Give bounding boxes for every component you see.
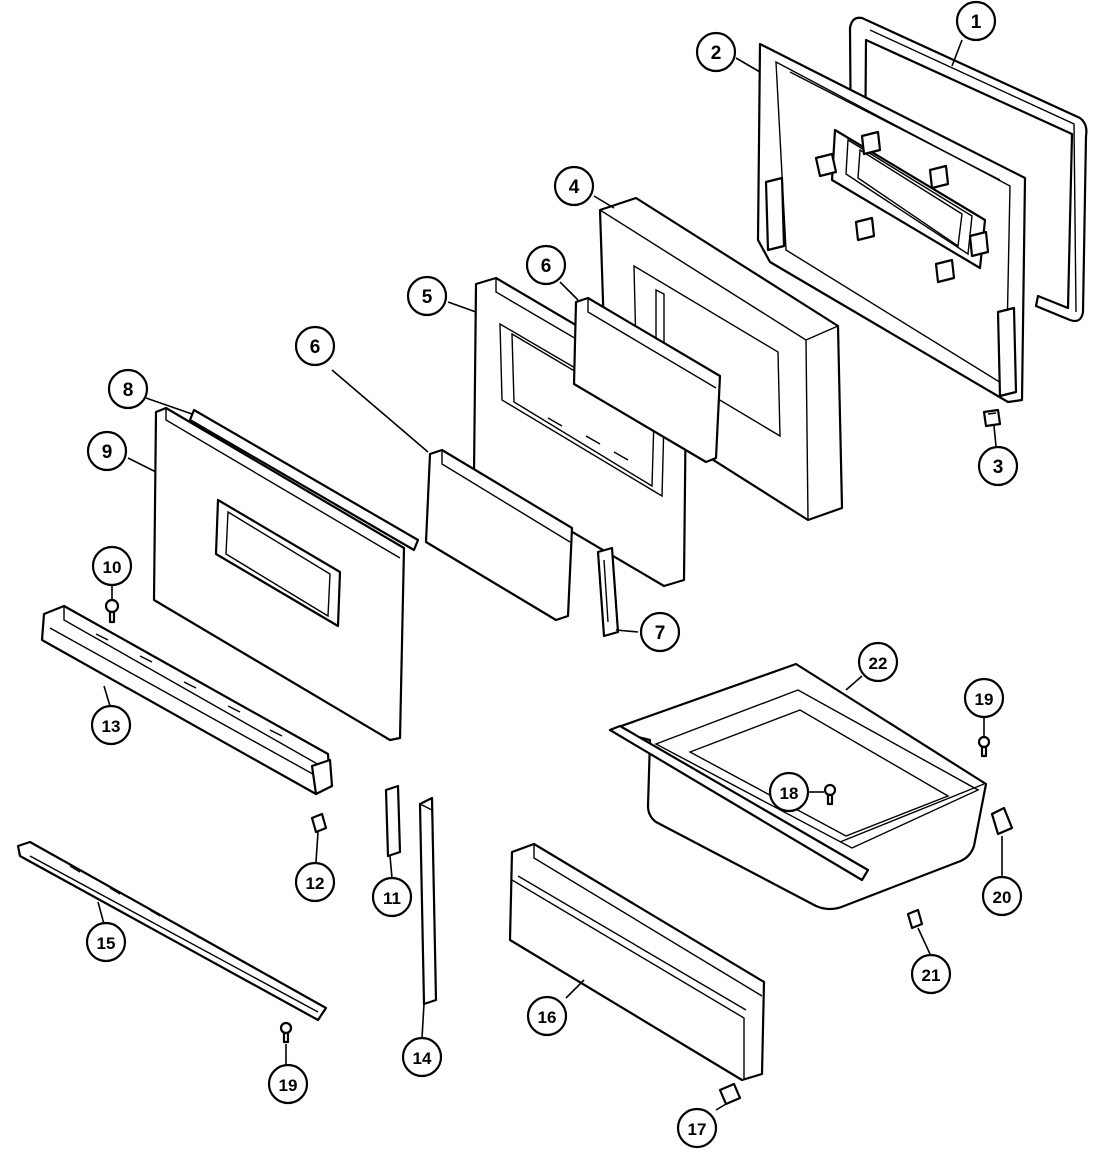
- part-17-foot: [718, 1082, 742, 1106]
- svg-text:11: 11: [383, 889, 401, 908]
- callout-22: 22: [857, 641, 899, 683]
- svg-text:3: 3: [993, 457, 1004, 478]
- part-12-clip: [310, 812, 328, 834]
- part-10-screw: [104, 598, 120, 624]
- svg-text:14: 14: [413, 1049, 432, 1068]
- callout-4: 4: [553, 165, 595, 207]
- callout-19b: 19: [267, 1063, 309, 1105]
- svg-text:1: 1: [971, 12, 982, 33]
- svg-text:19: 19: [279, 1076, 298, 1095]
- callout-19a: 19: [963, 677, 1005, 719]
- callout-11: 11: [371, 876, 413, 918]
- callout-2: 2: [695, 31, 737, 73]
- svg-text:16: 16: [538, 1008, 557, 1027]
- callout-10: 10: [91, 545, 133, 587]
- svg-text:6: 6: [541, 256, 552, 277]
- part-20-bracket: [990, 806, 1014, 836]
- callout-6a: 6: [525, 244, 567, 286]
- svg-text:19: 19: [975, 690, 994, 709]
- part-14-side-trim: [418, 796, 438, 1006]
- svg-text:5: 5: [422, 287, 433, 308]
- leader-lines: [97, 39, 1003, 1111]
- callout-12: 12: [294, 861, 336, 903]
- svg-text:7: 7: [655, 623, 666, 644]
- svg-text:9: 9: [102, 442, 113, 463]
- part-19-screw-upper: [977, 735, 991, 758]
- part-8-outer-glass: [188, 408, 420, 552]
- svg-text:20: 20: [993, 888, 1012, 907]
- svg-text:17: 17: [688, 1120, 707, 1139]
- callout-9: 9: [86, 430, 128, 472]
- callout-6b: 6: [294, 325, 336, 367]
- callout-3: 3: [977, 445, 1019, 487]
- callout-16: 16: [526, 995, 568, 1037]
- part-2-inner-door-panel: [756, 42, 1027, 404]
- svg-text:13: 13: [102, 717, 121, 736]
- svg-text:22: 22: [869, 654, 888, 673]
- part-7-bracket: [596, 546, 620, 638]
- part-13-trim-rail: [40, 604, 334, 796]
- callout-14: 14: [401, 1036, 443, 1078]
- part-16-drawer-front: [508, 842, 766, 1082]
- callout-1: 1: [955, 0, 997, 42]
- svg-text:18: 18: [780, 784, 799, 803]
- part-6-glass-lower: [424, 448, 574, 622]
- svg-text:10: 10: [103, 558, 122, 577]
- part-9-outer-door-panel: [152, 406, 406, 742]
- svg-text:8: 8: [123, 380, 134, 401]
- part-15-lower-trim-rail: [16, 840, 328, 1022]
- callout-8: 8: [107, 368, 149, 410]
- svg-text:12: 12: [306, 874, 325, 893]
- part-6-glass-upper: [572, 296, 722, 464]
- callout-5: 5: [406, 275, 448, 317]
- callout-18: 18: [768, 771, 810, 813]
- part-3-clip: [982, 408, 1002, 428]
- callout-15: 15: [85, 921, 127, 963]
- callout-13: 13: [90, 704, 132, 746]
- part-1-door-gasket: [848, 16, 1088, 323]
- svg-text:2: 2: [711, 43, 722, 64]
- callout-7: 7: [639, 611, 681, 653]
- part-18-screw: [823, 783, 837, 806]
- callout-21: 21: [910, 953, 952, 995]
- part-21-clip: [906, 908, 924, 930]
- callout-17: 17: [676, 1107, 718, 1149]
- svg-text:21: 21: [922, 966, 941, 985]
- svg-text:4: 4: [569, 177, 580, 198]
- part-11-spacer: [384, 784, 402, 858]
- part-19-screw-lower: [279, 1021, 293, 1044]
- svg-text:15: 15: [97, 934, 116, 953]
- svg-text:6: 6: [310, 337, 321, 358]
- callout-20: 20: [981, 875, 1023, 917]
